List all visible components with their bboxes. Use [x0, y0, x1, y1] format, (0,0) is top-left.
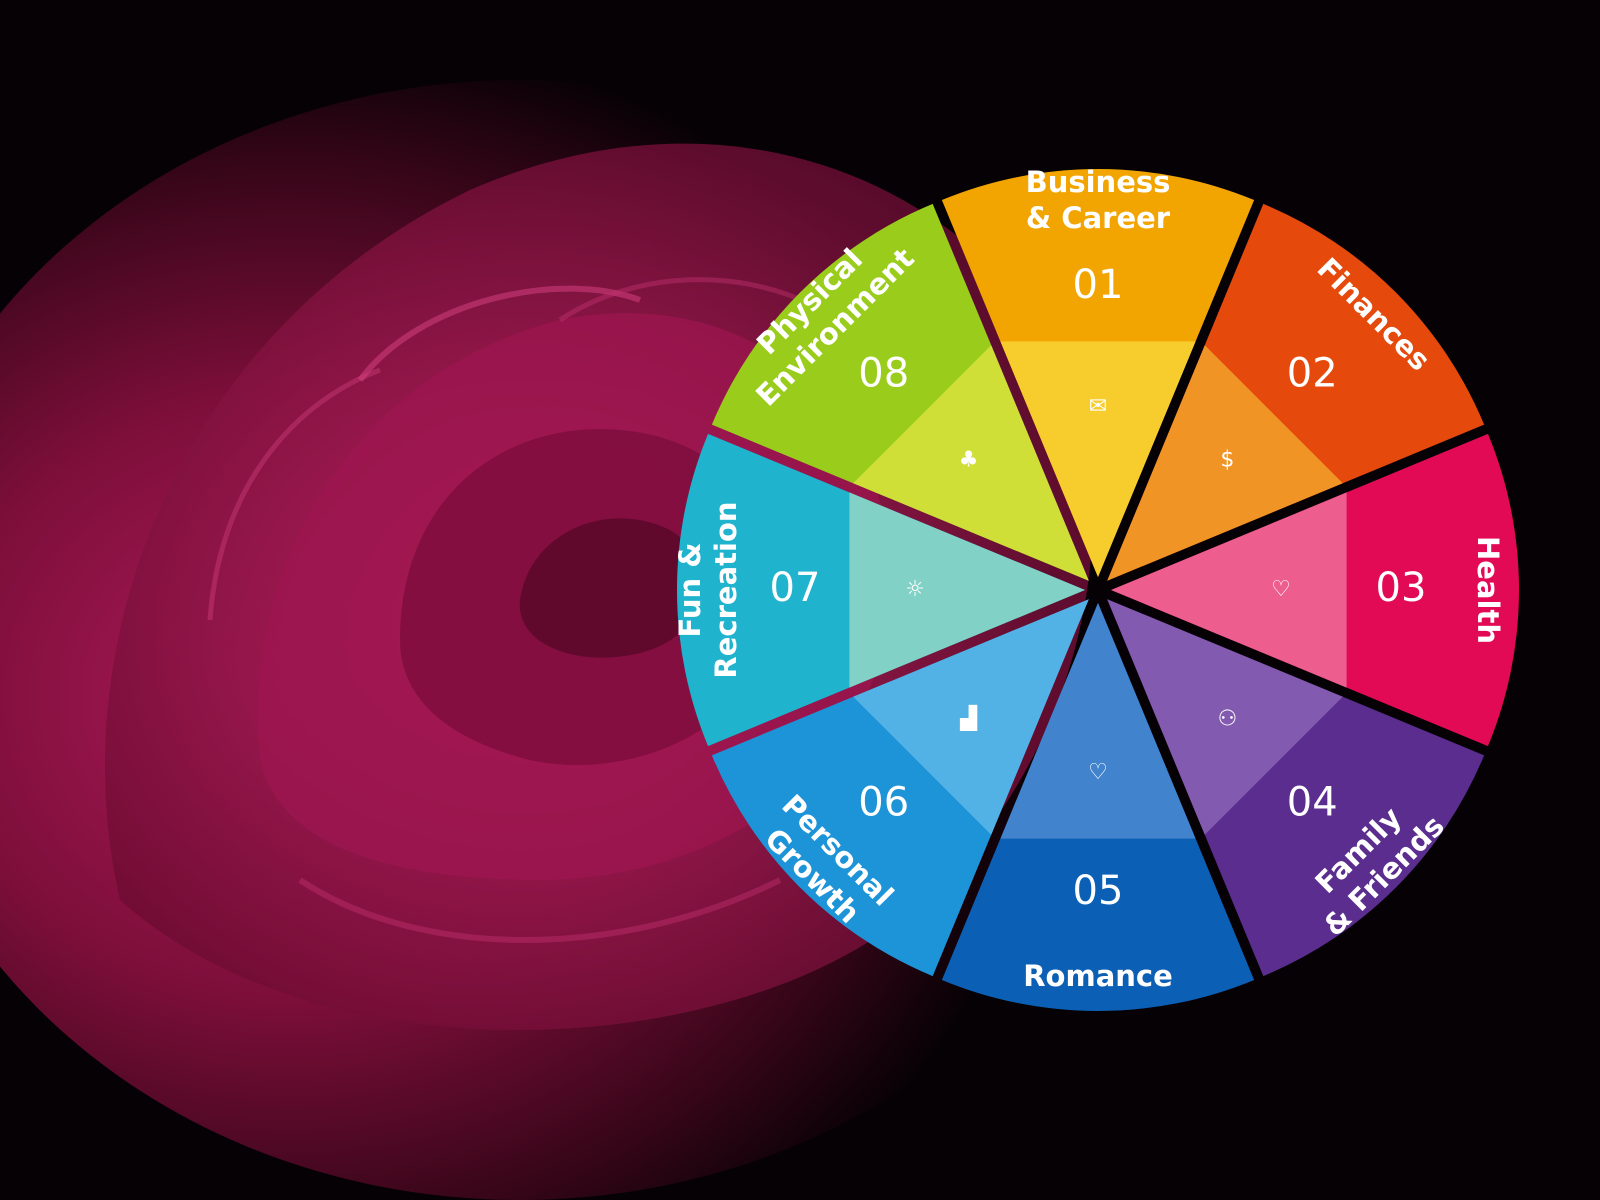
segment-health-label-line: Health: [1471, 536, 1505, 644]
segment-finances-number: 02: [1287, 351, 1338, 397]
tree-icon: ♣: [959, 448, 979, 473]
segment-business-career-number: 01: [1073, 262, 1124, 308]
segment-business-career: 01 ✉ Business& Career: [941, 165, 1255, 577]
segment-health-inner-wedge: [1111, 492, 1347, 688]
segment-business-career-label: Business& Career: [1026, 165, 1171, 235]
segment-fun-recreation-number: 07: [770, 565, 821, 611]
segment-fun-recreation-inner-wedge: [849, 492, 1085, 688]
segment-romance-label-line: Romance: [1023, 959, 1173, 993]
segment-physical-environment-inner-wedge: [853, 345, 1089, 581]
segment-fun-recreation-label: Fun &Recreation: [673, 501, 743, 678]
segment-physical-environment-number: 08: [858, 351, 909, 397]
segment-personal-growth-number: 06: [858, 779, 909, 825]
segment-fun-recreation-label-line: Recreation: [709, 501, 743, 678]
segment-business-career-inner-wedge: [1000, 341, 1196, 577]
envelope-icon: ✉: [1089, 394, 1107, 419]
growth-chart-icon: ▟: [959, 704, 978, 731]
segment-health: 03 ♡ Health: [1111, 433, 1519, 747]
segment-health-label: Health: [1471, 536, 1505, 644]
segment-romance: 05 ♡ Romance: [941, 603, 1255, 1012]
life-wheel: 01✉Business& Career02$Finances03♡Health0…: [673, 165, 1519, 1012]
people-chat-icon: ⚇: [1218, 706, 1238, 731]
segment-health-number: 03: [1376, 565, 1427, 611]
segment-romance-inner-wedge: [1000, 603, 1196, 839]
segment-business-career-label-line: Business: [1026, 165, 1171, 199]
heart-icon: ♡: [1088, 760, 1108, 785]
money-hand-icon: $: [1220, 448, 1234, 473]
segment-fun-recreation: 07 ☼ Fun &Recreation: [673, 433, 1085, 747]
segment-business-career-label-line: & Career: [1026, 201, 1171, 235]
segment-finances-inner-wedge: [1107, 345, 1343, 581]
segment-family-friends-inner-wedge: [1107, 599, 1343, 835]
segment-romance-number: 05: [1073, 868, 1124, 914]
lightbulb-icon: ☼: [905, 577, 925, 602]
segment-personal-growth-inner-wedge: [853, 599, 1089, 835]
segment-fun-recreation-label-line: Fun &: [673, 542, 707, 637]
segment-family-friends-number: 04: [1287, 779, 1338, 825]
segment-romance-label: Romance: [1023, 959, 1173, 993]
heart-pulse-icon: ♡: [1271, 577, 1291, 602]
